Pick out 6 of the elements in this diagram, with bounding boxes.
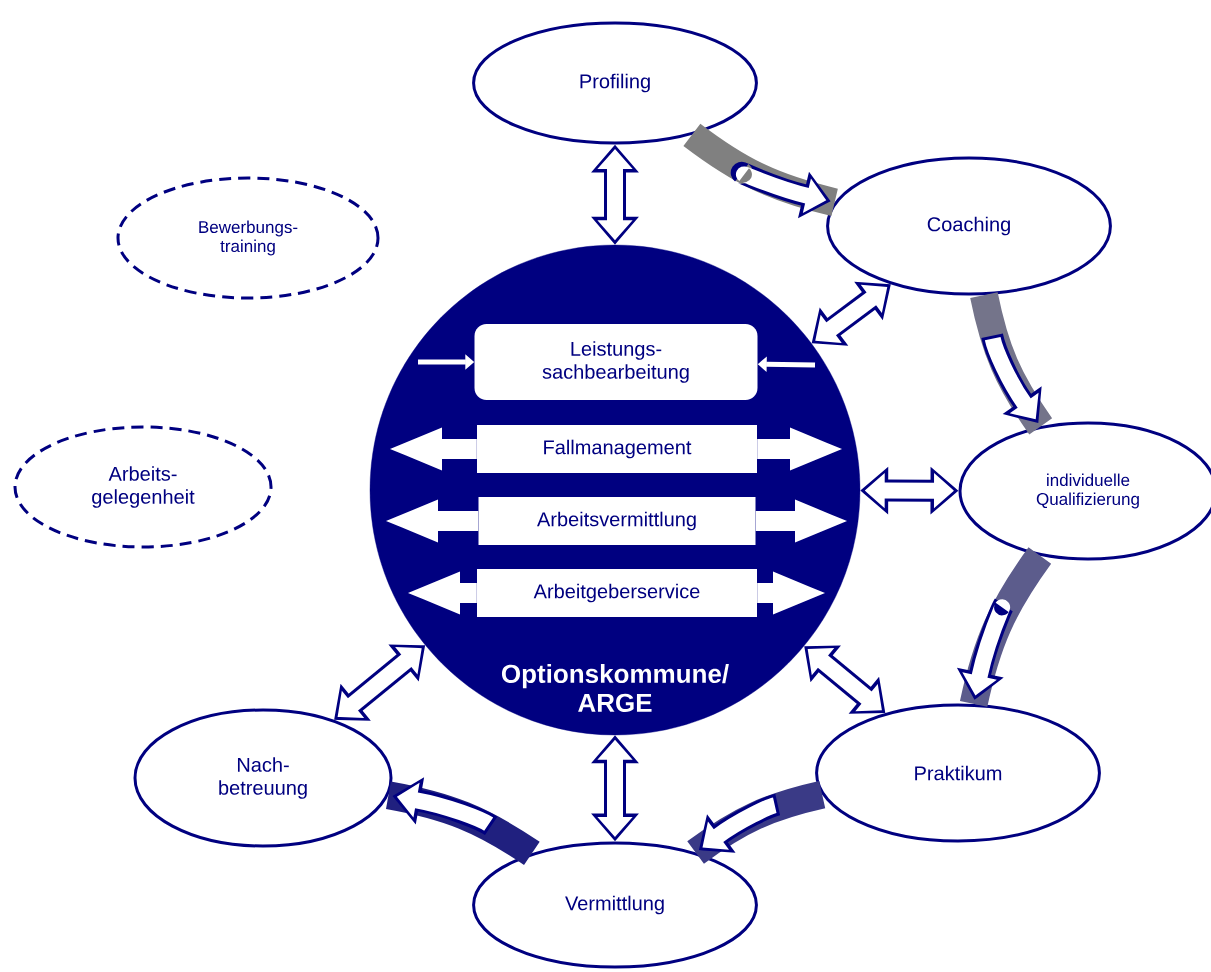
service-box: Fallmanagement (477, 425, 757, 473)
service-box: Arbeitsvermittlung (478, 497, 756, 545)
service-box: Leistungs- sachbearbeitung (474, 324, 758, 400)
ring-arrow (687, 781, 826, 864)
ring-arrow (970, 292, 1053, 435)
service-box: Arbeitgeberservice (477, 569, 757, 617)
